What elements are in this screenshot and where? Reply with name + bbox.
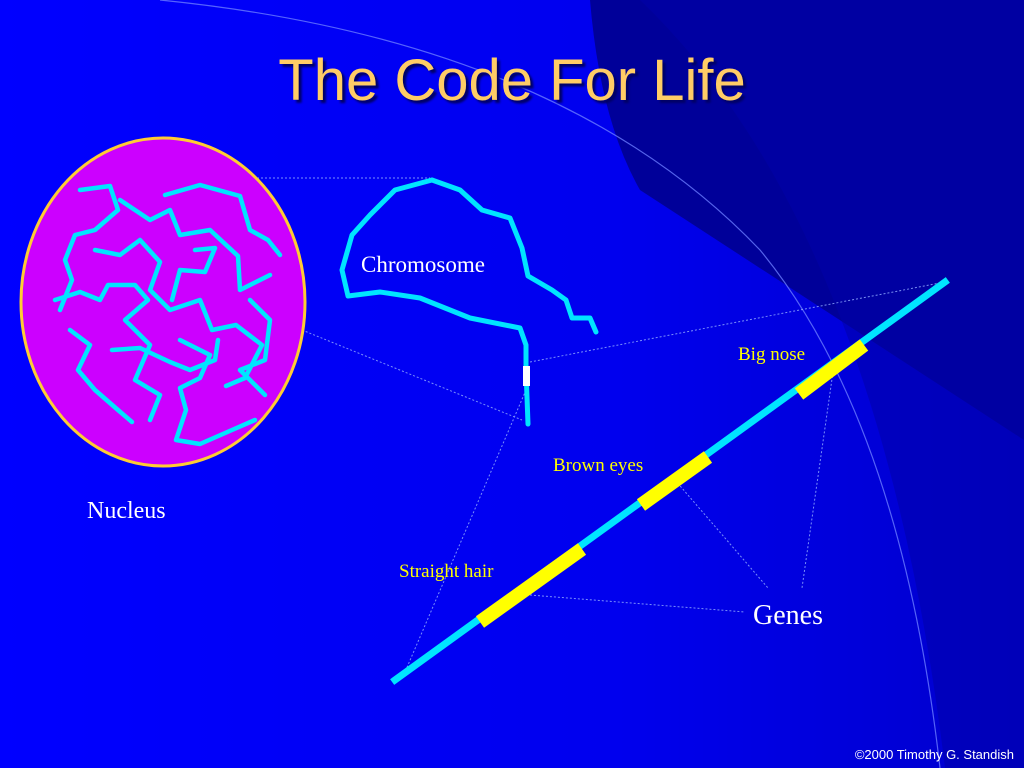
genes-label: Genes — [753, 600, 823, 631]
nucleus-label: Nucleus — [87, 498, 166, 524]
brown-eyes-label: Brown eyes — [553, 455, 644, 476]
gene-big-nose-segment — [794, 339, 869, 400]
chromosome-shape — [339, 177, 531, 427]
chromosome-highlight — [523, 366, 530, 386]
gene-straight-hair-segment — [475, 543, 587, 628]
connector-chromosome-strand-top — [529, 281, 946, 363]
slide-title: The Code For Life — [278, 48, 746, 113]
background-arc-region — [640, 0, 1024, 768]
straight-hair-label: Straight hair — [399, 561, 494, 582]
decorative-arc — [159, 0, 941, 768]
connector-genes-big-nose — [801, 371, 834, 589]
gene-brown-eyes-segment — [636, 451, 713, 511]
connector-chromosome-strand-bottom — [404, 389, 527, 673]
big-nose-label: Big nose — [738, 344, 806, 365]
connector-lines — [245, 177, 946, 673]
copyright-footer: ©2000 Timothy G. Standish — [854, 747, 1014, 762]
chromosome-tail — [429, 177, 599, 335]
chromosome-label: Chromosome — [361, 252, 485, 277]
nucleus-dna-strands — [52, 182, 283, 447]
